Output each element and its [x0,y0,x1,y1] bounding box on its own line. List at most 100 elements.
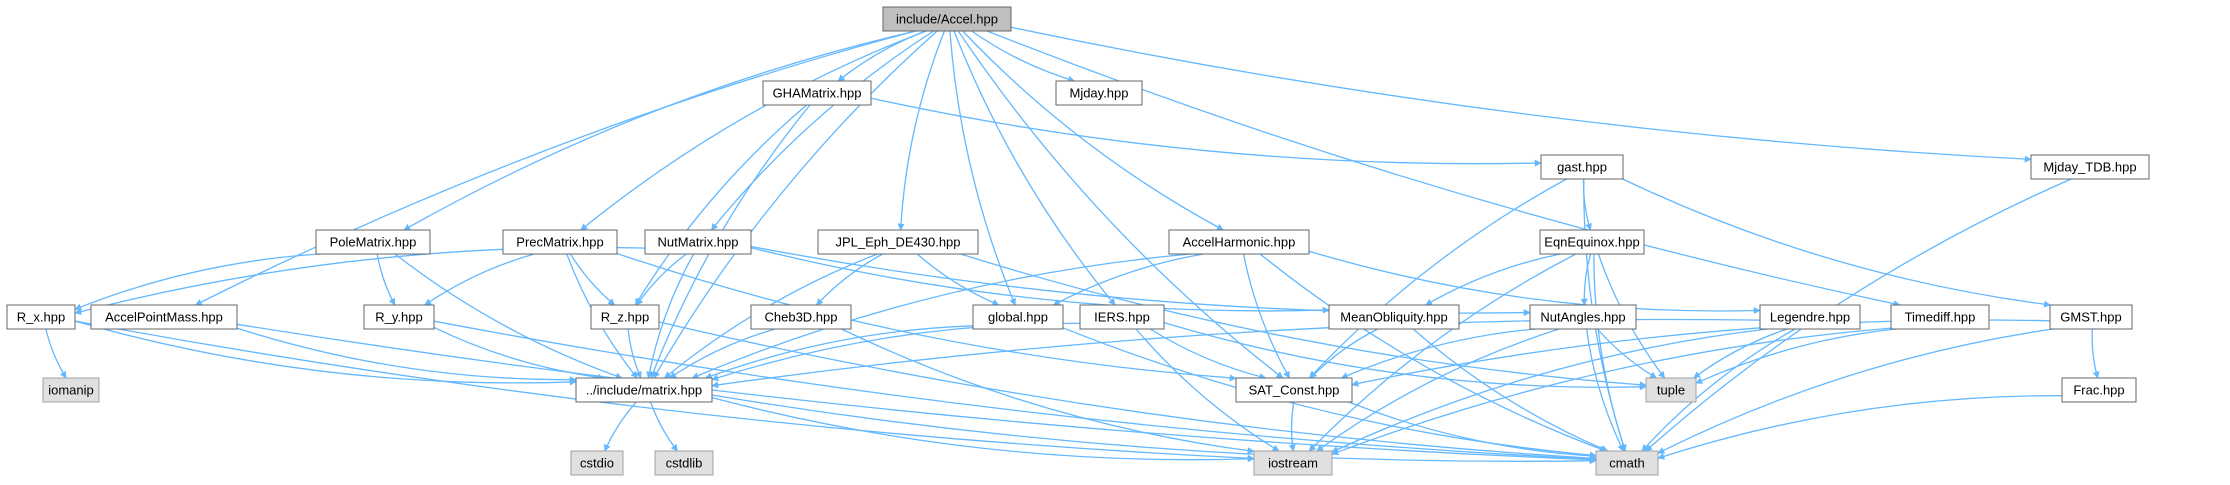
edge-layer [45,26,2100,465]
edge-accel-to-timediff [986,30,1901,308]
node-timediff[interactable]: Timediff.hpp [1890,304,1990,330]
node-cstdlib: cstdlib [654,450,714,476]
node-frac[interactable]: Frac.hpp [2061,377,2137,403]
edge-gha-to-gast [870,97,1542,167]
edge-gmst-to-frac [2091,328,2100,379]
edge-global-to-matrix [704,325,974,380]
edge-accel-to-mjdaytdb [1010,26,2032,163]
node-label-nutmatrix: NutMatrix.hpp [658,235,739,250]
node-nutangles[interactable]: NutAngles.hpp [1529,304,1637,330]
node-label-jpl: JPL_Eph_DE430.hpp [835,235,960,250]
node-gha[interactable]: GHAMatrix.hpp [762,80,872,106]
node-box-nutangles [1529,304,1637,330]
edge-jpl-to-cheb3d [816,253,883,306]
edge-accelharmonic-to-matrix [691,253,1191,379]
node-mjday[interactable]: Mjday.hpp [1055,80,1143,106]
node-box-accelpointmass [90,304,238,330]
edge-timediff-to-iostream [1331,327,1892,456]
node-mjdaytdb[interactable]: Mjday_TDB.hpp [2030,154,2150,180]
node-accelharmonic[interactable]: AccelHarmonic.hpp [1168,229,1310,255]
edge-accelharmonic-to-saiconst [1242,253,1291,379]
edge-meanobliquity-to-saiconst [1309,328,1378,379]
node-precmatrix[interactable]: PrecMatrix.hpp [502,229,618,255]
node-nutmatrix[interactable]: NutMatrix.hpp [644,229,752,255]
node-box-mjday [1055,80,1143,106]
edge-cheb3d-to-iostream [841,328,1255,455]
edge-saiconst-to-cmath [1348,401,1597,460]
node-label-iostream: iostream [1268,456,1318,471]
node-label-cheb3d: Cheb3D.hpp [765,310,838,325]
node-meanobliquity[interactable]: MeanObliquity.hpp [1328,304,1460,330]
node-label-legendre: Legendre.hpp [1770,310,1850,325]
node-gmst[interactable]: GMST.hpp [2049,304,2133,330]
node-label-matrix: ../include/matrix.hpp [586,383,702,398]
node-saiconst[interactable]: SAT_Const.hpp [1235,377,1353,403]
node-box-legendre [1759,304,1861,330]
edge-rx-to-iomanip [45,328,67,379]
edge-eqnequinox-to-nutangles [1580,253,1592,306]
node-label-meanobliquity: MeanObliquity.hpp [1340,310,1447,325]
edge-matrix-to-iostream [711,396,1255,463]
node-box-nutmatrix [644,229,752,255]
edge-cheb3d-to-matrix [669,328,776,379]
node-label-precmatrix: PrecMatrix.hpp [516,235,603,250]
node-box-accelharmonic [1168,229,1310,255]
edge-rx-to-matrix [74,320,577,386]
node-rz[interactable]: R_z.hpp [590,304,660,330]
node-label-polematrix: PoleMatrix.hpp [330,235,417,250]
node-box-gha [762,80,872,106]
edge-matrix-to-cstdio [604,401,637,452]
node-label-timediff: Timediff.hpp [1905,310,1976,325]
node-label-gmst: GMST.hpp [2060,310,2121,325]
edge-nutmatrix-to-rz [636,253,687,306]
node-gast[interactable]: gast.hpp [1540,154,1624,180]
edge-saiconst-to-iostream [1288,401,1296,452]
edge-accelpointmass-to-matrix [236,327,577,384]
edge-accelharmonic-to-cmath [1259,253,1607,453]
edge-accel-to-matrix [653,30,938,379]
node-label-cstdio: cstdio [580,456,614,471]
edge-accel-to-global [949,30,1016,306]
edge-iers-to-saiconst [1149,328,1267,380]
node-global[interactable]: global.hpp [972,304,1064,330]
node-cstdio: cstdio [570,450,624,476]
node-accelpointmass[interactable]: AccelPointMass.hpp [90,304,238,330]
node-label-gast: gast.hpp [1557,160,1607,175]
edge-matrix-to-cstdlib [649,401,678,452]
node-accel[interactable]: include/Accel.hpp [882,6,1012,32]
node-box-timediff [1890,304,1990,330]
node-legendre[interactable]: Legendre.hpp [1759,304,1861,330]
node-iers[interactable]: IERS.hpp [1079,304,1165,330]
edge-iers-to-iostream [1135,328,1280,452]
node-cheb3d[interactable]: Cheb3D.hpp [750,304,852,330]
node-box-eqnequinox [1539,229,1645,255]
node-box-accel [882,6,1012,32]
edge-nutmatrix-to-nutangles [750,245,1531,317]
edge-accelpointmass-to-cmath [236,323,1597,464]
node-box-ry [363,304,435,330]
edge-legendre-to-iostream [1331,328,1768,453]
node-ry[interactable]: R_y.hpp [363,304,435,330]
node-box-precmatrix [502,229,618,255]
node-box-iostream [1253,450,1333,476]
edge-accel-to-jpl [897,30,946,231]
node-jpl[interactable]: JPL_Eph_DE430.hpp [817,229,979,255]
node-label-cstdlib: cstdlib [666,456,703,471]
node-eqnequinox[interactable]: EqnEquinox.hpp [1539,229,1645,255]
edge-eqnequinox-to-cmath [1593,253,1627,452]
node-box-gmst [2049,304,2133,330]
node-rx[interactable]: R_x.hpp [6,304,76,330]
node-label-saiconst: SAT_Const.hpp [1249,383,1340,398]
edge-rx-to-iostream [74,320,1255,462]
node-matrix[interactable]: ../include/matrix.hpp [575,377,713,403]
edge-precmatrix-to-rz [569,253,616,306]
node-label-accel: include/Accel.hpp [896,12,998,27]
node-label-tuple: tuple [1657,383,1685,398]
node-tuple: tuple [1645,377,1697,403]
node-polematrix[interactable]: PoleMatrix.hpp [315,229,431,255]
node-box-tuple [1645,377,1697,403]
edge-nutangles-to-iostream [1316,328,1560,452]
node-box-cstdlib [654,450,714,476]
edge-timediff-to-tuple [1695,328,1896,384]
